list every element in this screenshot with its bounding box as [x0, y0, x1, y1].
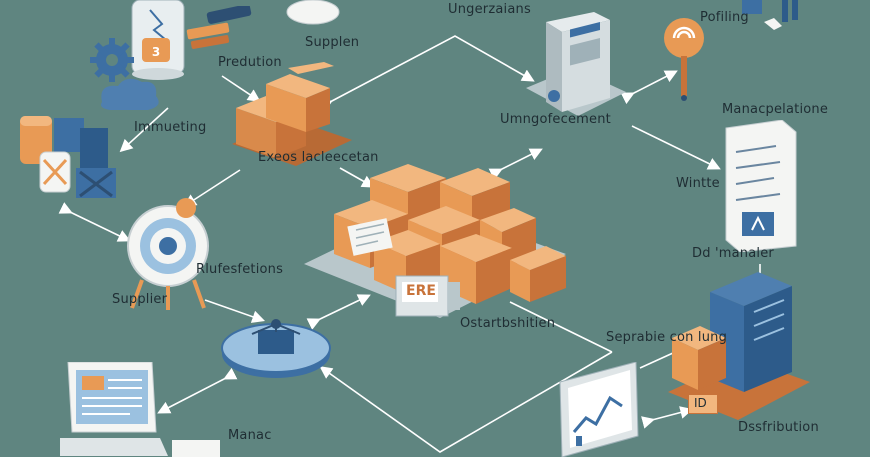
server-icon	[526, 12, 626, 116]
disc-icon	[286, 0, 340, 25]
jars-boxes-icon	[20, 116, 116, 198]
laptop-icon	[60, 362, 168, 456]
arrow-server-to-pin	[620, 70, 678, 105]
arrow-warehouse-top-to-server	[318, 35, 535, 113]
label-management: Umngofecement	[500, 112, 611, 127]
arrow-crates-to-target	[183, 169, 241, 207]
label-inventory: Immueting	[134, 120, 207, 135]
label-production: Predution	[218, 55, 282, 70]
server-rack-icon	[668, 272, 810, 420]
svg-text:3: 3	[152, 45, 160, 59]
jar-icon: 3	[131, 0, 185, 80]
mini-devices-icon	[742, 0, 798, 30]
cloud-icon	[101, 78, 159, 110]
label-exeos: Exeos lacleecetan	[258, 150, 379, 165]
label-manac: Manacpelatione	[722, 102, 829, 117]
gear-icon	[90, 38, 159, 110]
arrow-pile-to-bottom	[509, 301, 613, 353]
arrow-label-to-pile	[339, 167, 375, 188]
arrow-hub-to-laptop	[157, 367, 238, 414]
label-top-center: Ungerzaians	[448, 2, 531, 17]
label-ostart: Ostartbshitien	[460, 316, 556, 331]
keyboard-icon	[172, 440, 220, 457]
arrow-server-to-document	[631, 125, 721, 170]
checklist-icon	[725, 120, 797, 252]
erp-icon: ERE	[392, 270, 464, 320]
arrow-monitor-to-pallet	[641, 406, 694, 429]
arrow-target-to-hub	[204, 299, 266, 323]
arrow-inventory-to-jars	[119, 107, 169, 153]
target-icon	[127, 198, 209, 310]
label-supplier-left: Supplier	[112, 292, 168, 307]
network-hub-icon	[221, 319, 331, 378]
monitor-chart-icon	[559, 362, 639, 457]
arrow-pile-to-management	[488, 148, 543, 181]
label-dmanager: Dd 'manaler	[692, 246, 774, 261]
erp-tag: ERE	[406, 283, 436, 299]
label-distribution: Dssfribution	[738, 420, 819, 435]
arrow-jars-to-target	[58, 202, 131, 242]
label-profiling: Pofiling	[700, 10, 749, 25]
arrow-hub-to-pile	[306, 294, 371, 330]
arrow-loop-bottom	[319, 351, 613, 453]
label-white: Wintte	[676, 176, 720, 191]
id-tag-text: ID	[694, 396, 707, 410]
label-manac-bottom: Manac	[228, 428, 272, 443]
box-icon	[232, 62, 352, 166]
arrow-production-to-warehouse	[221, 75, 261, 102]
id-tag: ID	[688, 394, 718, 414]
label-separable: Seprabie con lung	[606, 330, 728, 345]
tools-icon	[186, 6, 252, 49]
label-supplier-top: Supplen	[305, 35, 360, 50]
pin-icon	[664, 18, 704, 101]
label-reflections: Rlufesfetions	[196, 262, 284, 277]
